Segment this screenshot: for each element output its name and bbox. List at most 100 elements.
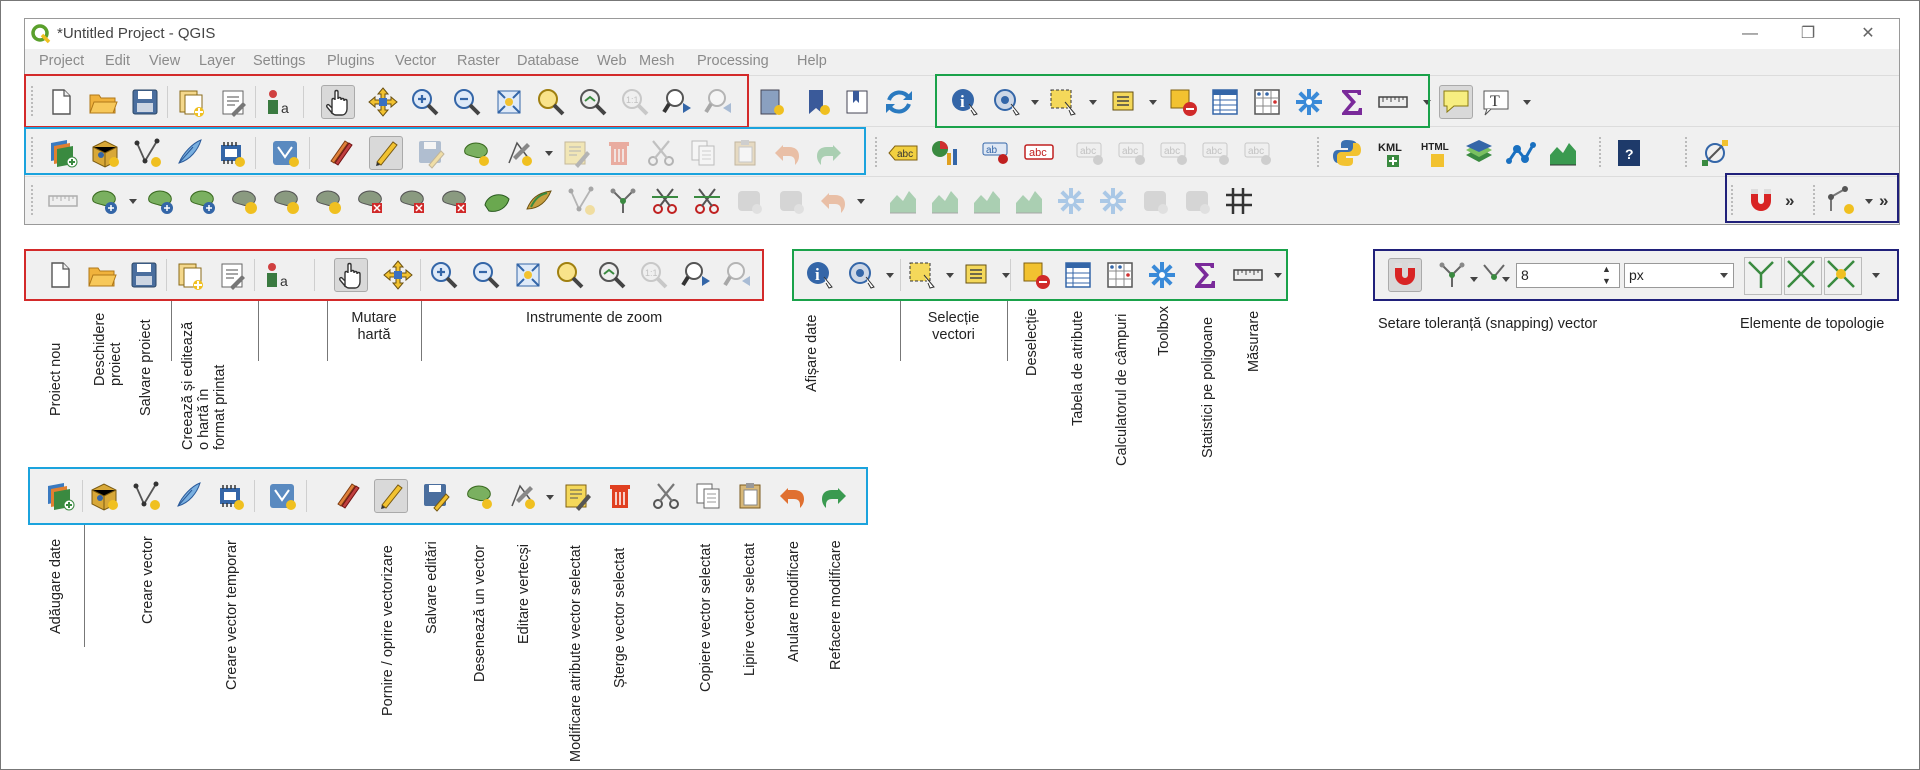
pan-map-icon[interactable] (321, 85, 355, 119)
layer-diagram-icon[interactable] (929, 137, 961, 169)
chevron-down-icon[interactable] (1149, 100, 1157, 105)
snapping-unit-select[interactable]: px (1624, 263, 1734, 288)
split-features-icon[interactable] (649, 185, 681, 217)
move-feature-icon[interactable] (89, 185, 121, 217)
snapping-magnet-icon[interactable] (1388, 258, 1422, 292)
menu-project[interactable]: Project (39, 53, 85, 69)
menu-settings[interactable]: Settings (253, 53, 306, 69)
toolbar-grip[interactable] (1317, 137, 1324, 167)
chevron-down-icon[interactable] (1423, 100, 1431, 105)
toggle-editing-icon[interactable] (369, 136, 403, 170)
python-console-icon[interactable] (1331, 137, 1363, 169)
toolbar-grip[interactable] (1685, 137, 1692, 167)
menu-web[interactable]: Web (597, 53, 627, 69)
digitizing-angle-icon[interactable] (47, 185, 79, 217)
delete-ring-icon[interactable] (397, 185, 429, 217)
menu-layer[interactable]: Layer (199, 53, 236, 69)
chevron-down-icon[interactable] (1502, 277, 1510, 282)
menu-view[interactable]: View (149, 53, 181, 69)
layer-labeling-icon[interactable] (887, 137, 919, 169)
snap-intersection-icon[interactable] (1824, 257, 1862, 295)
html-export-icon[interactable] (1421, 137, 1453, 169)
georeferencer-icon[interactable] (1699, 137, 1731, 169)
delete-part-icon[interactable] (439, 185, 471, 217)
kml-tools-icon[interactable] (1377, 137, 1409, 169)
toolbar-grip[interactable] (31, 137, 38, 167)
reverse-line-icon[interactable] (565, 185, 597, 217)
menu-help[interactable]: Help (797, 53, 827, 69)
light-tool-1-icon[interactable] (1055, 185, 1087, 217)
reshape-features-icon[interactable] (481, 185, 513, 217)
raster-tool-3-icon[interactable] (971, 185, 1003, 217)
menu-edit[interactable]: Edit (105, 53, 130, 69)
simplify-feature-icon[interactable] (229, 185, 261, 217)
snapping-tolerance-input[interactable]: 8 (1516, 263, 1620, 288)
pin-labels-icon[interactable] (981, 137, 1013, 169)
chevron-down-icon[interactable] (1470, 277, 1478, 282)
raster-tool-2-icon[interactable] (929, 185, 961, 217)
menu-vector[interactable]: Vector (395, 53, 437, 69)
toolbar-grip[interactable] (31, 185, 38, 215)
chevron-down-icon[interactable] (1031, 100, 1039, 105)
show-unplaced-labels-icon[interactable] (1023, 137, 1055, 169)
chevron-down-icon[interactable] (129, 199, 137, 204)
rotate-feature-icon[interactable] (145, 185, 177, 217)
annotation-tool-2-icon[interactable] (1181, 185, 1213, 217)
qgis-cloud-icon[interactable] (1463, 137, 1495, 169)
light-tool-2-icon[interactable] (1097, 185, 1129, 217)
menu-mesh[interactable]: Mesh (639, 53, 675, 69)
avoid-overlap-icon[interactable] (1784, 257, 1822, 295)
minimize-button[interactable]: — (1742, 25, 1758, 42)
chevron-down-icon[interactable] (1872, 273, 1880, 278)
chevron-down-icon[interactable] (1865, 199, 1873, 204)
menu-raster[interactable]: Raster (457, 53, 500, 69)
new-map-view-icon[interactable] (755, 86, 787, 118)
map-tips-icon[interactable] (1439, 85, 1473, 119)
offset-curve-icon[interactable] (523, 185, 555, 217)
chevron-down-icon[interactable] (857, 199, 865, 204)
add-ring-icon[interactable] (271, 185, 303, 217)
help-icon[interactable] (1613, 137, 1645, 169)
chevron-down-icon[interactable] (545, 151, 553, 156)
toolbar-grip[interactable] (31, 86, 38, 116)
raster-tool-4-icon[interactable] (1013, 185, 1045, 217)
menu-plugins[interactable]: Plugins (327, 53, 375, 69)
rotate-label-icon[interactable] (1201, 137, 1233, 169)
chevron-down-icon[interactable] (1720, 273, 1728, 278)
close-button[interactable]: ✕ (1861, 25, 1875, 42)
elevation-profile-icon[interactable] (1547, 137, 1579, 169)
restore-button[interactable]: ❐ (1800, 25, 1816, 42)
chevron-down-icon[interactable] (1089, 100, 1097, 105)
annotation-tool-1-icon[interactable] (1139, 185, 1171, 217)
trim-extend-icon[interactable] (607, 185, 639, 217)
topological-editing-icon[interactable] (1744, 257, 1782, 295)
menu-database[interactable]: Database (517, 53, 580, 69)
merge-attributes-icon[interactable] (733, 185, 765, 217)
show-bookmarks-icon[interactable] (841, 86, 873, 118)
merge-features-icon[interactable] (775, 185, 807, 217)
show-hide-labels-icon[interactable] (1117, 137, 1149, 169)
more-tools-icon[interactable]: » (1785, 191, 1795, 210)
highlight-pinned-labels-icon[interactable] (1075, 137, 1107, 169)
refresh-icon[interactable] (883, 86, 915, 118)
network-icon[interactable] (1505, 137, 1537, 169)
split-parts-icon[interactable] (691, 185, 723, 217)
grid-tool-icon[interactable] (1223, 185, 1255, 217)
new-bookmark-icon[interactable] (801, 86, 833, 118)
text-annotation-icon[interactable] (1481, 86, 1513, 118)
add-part-icon[interactable] (313, 185, 345, 217)
fill-ring-icon[interactable] (355, 185, 387, 217)
spin-arrows-icon[interactable]: ▲▼ (1602, 264, 1611, 286)
toolbar-grip[interactable] (1599, 137, 1606, 167)
change-label-icon[interactable] (1243, 137, 1275, 169)
menu-processing[interactable]: Processing (697, 53, 769, 69)
toolbar-grip[interactable] (1731, 185, 1738, 215)
rotate-point-symbols-icon[interactable] (817, 185, 849, 217)
align-rasters-icon[interactable] (887, 185, 919, 217)
scale-feature-icon[interactable] (187, 185, 219, 217)
chevron-down-icon[interactable] (1523, 100, 1531, 105)
toolbar-grip[interactable] (1813, 185, 1820, 215)
more-tools-icon[interactable]: » (1879, 191, 1889, 210)
move-label-icon[interactable] (1159, 137, 1191, 169)
toolbar-grip[interactable] (875, 137, 882, 167)
